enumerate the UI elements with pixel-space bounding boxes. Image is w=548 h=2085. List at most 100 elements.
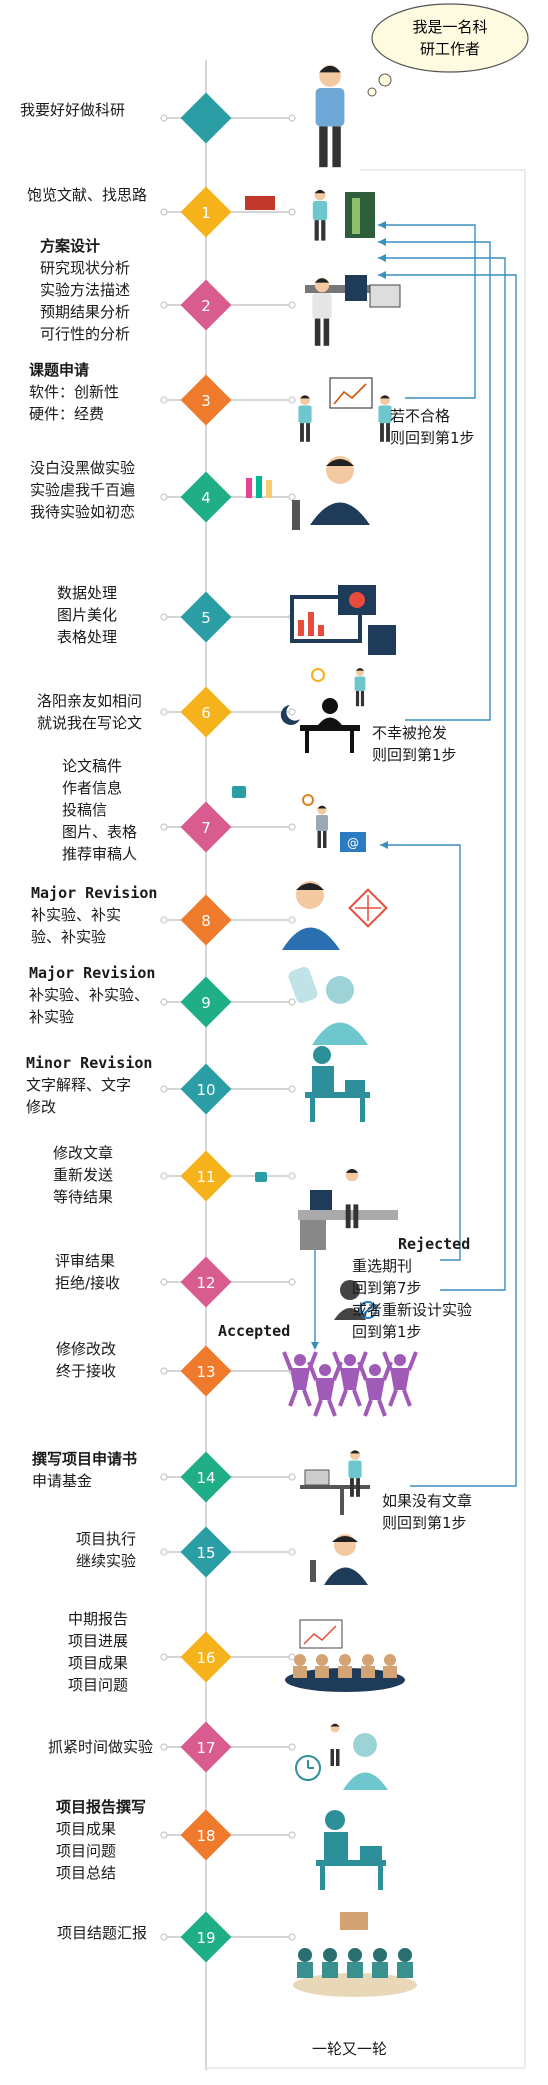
connector-dot [160, 1367, 168, 1375]
step-text: 撰写项目申请书申请基金 [32, 1448, 137, 1492]
diamond-shape [180, 1911, 232, 1963]
diamond-shape [180, 591, 232, 643]
step-diamond: 6 [180, 686, 232, 738]
diamond-shape [180, 1150, 232, 1202]
step-diamond: 17 [180, 1721, 232, 1773]
step-number: 9 [201, 994, 211, 1012]
connector-dot [288, 301, 296, 309]
step-text: 抓紧时间做实验 [48, 1736, 153, 1758]
step-line: 软件：创新性 [29, 383, 120, 401]
note-line: 回到第1步 [352, 1323, 422, 1341]
step-line: 投稿信 [62, 801, 108, 819]
scooped-note: 不幸被抢发则回到第1步 [372, 722, 457, 766]
bubble-line: 研工作者 [420, 40, 480, 58]
step-text: 项目结题汇报 [57, 1922, 147, 1944]
step-number: 5 [201, 609, 211, 627]
step-diamond: 11 [180, 1150, 232, 1202]
step-text: 项目报告撰写项目成果项目问题项目总结 [56, 1796, 146, 1884]
connector-dot [160, 1933, 168, 1941]
step-line: 实验虐我千百遍 [30, 481, 136, 499]
step-line: 表格处理 [57, 628, 118, 646]
connector-dot [160, 208, 168, 216]
step-line: 图片美化 [57, 606, 118, 624]
step-line: 修改 [26, 1098, 57, 1116]
step-number: 8 [201, 912, 211, 930]
step-line: 项目报告撰写 [56, 1798, 147, 1816]
step-diamond: 12 [180, 1256, 232, 1308]
note-line: 回到第7步 [352, 1279, 422, 1297]
diamond-shape [180, 1256, 232, 1308]
step-diamond: 4 [180, 471, 232, 523]
step-line: 作者信息 [62, 779, 123, 797]
step-line: 修修改改 [56, 1340, 117, 1358]
connector-dot [288, 114, 296, 122]
step-line: Major Revision [31, 884, 158, 902]
person-figure [354, 667, 366, 707]
diamond-shape [180, 1809, 232, 1861]
connector-dot [288, 998, 296, 1006]
step-diamond: 1 [180, 186, 232, 238]
connector-dot [160, 708, 168, 716]
molecule-scientist-icon [282, 881, 388, 950]
step-line: 预期结果分析 [40, 303, 131, 321]
step-line: 申请基金 [32, 1472, 93, 1490]
connector-dot [160, 493, 168, 501]
person-figure [343, 1168, 361, 1229]
connector-dot [288, 1278, 296, 1286]
step-diamond: 5 [180, 591, 232, 643]
arrowhead [378, 238, 386, 246]
connector-dot [288, 396, 296, 404]
step-text: 没白没黑做实验实验虐我千百遍我待实验如初恋 [30, 457, 135, 523]
person-figure [312, 189, 328, 241]
step-line: Minor Revision [26, 1054, 153, 1072]
bookshelf-icon [345, 192, 375, 238]
step-number: 18 [196, 1827, 215, 1845]
step-line: 项目执行 [76, 1530, 137, 1548]
diamond-shape [180, 976, 232, 1028]
step-line: 就说我在写论文 [37, 714, 143, 732]
step-text: 论文稿件作者信息投稿信图片、表格推荐审稿人 [62, 755, 137, 865]
step-line: 图片、表格 [62, 823, 138, 841]
email-submit-icon: @ [232, 786, 366, 852]
step-line: 没白没黑做实验 [30, 459, 136, 477]
step-line: 重新发送 [53, 1166, 114, 1184]
diamond-shape [180, 894, 232, 946]
step-line: 等待结果 [53, 1188, 114, 1206]
step-line: 方案设计 [40, 237, 101, 255]
step-line: 研究现状分析 [40, 259, 131, 277]
step-line: 补实验、补实验、 [29, 986, 150, 1004]
step-text: 中期报告项目进展项目成果项目问题 [68, 1608, 128, 1696]
diamond-shape [180, 186, 232, 238]
diamond-shape [180, 1526, 232, 1578]
report-writer-icon [316, 1810, 386, 1890]
step-line: 项目结题汇报 [57, 1924, 148, 1942]
loop-line-step12-to-1 [378, 257, 506, 1291]
step-line: 硬件：经费 [29, 405, 105, 423]
step-number: 16 [196, 1649, 215, 1667]
step-text: 饱览文献、找思路 [27, 184, 147, 206]
step-text: 修修改改终于接收 [56, 1338, 116, 1382]
connector-dot [160, 823, 168, 831]
laptop-writer-icon [300, 1469, 370, 1515]
step-line: 补实验 [29, 1008, 75, 1026]
note-line: 重选期刊 [352, 1257, 413, 1275]
person-figure [298, 395, 312, 442]
step-number: 1 [201, 204, 211, 222]
person-figure [315, 65, 345, 168]
meeting-table-icon [285, 1619, 405, 1692]
step-line: 我要好好做科研 [20, 101, 126, 119]
data-monitors-icon [290, 585, 396, 655]
microscope-icon [310, 1534, 368, 1585]
step-number: 15 [196, 1544, 215, 1562]
connector-dot [160, 1085, 168, 1093]
step-line: 可行性的分析 [40, 325, 131, 343]
connector-dot [288, 916, 296, 924]
note-line: 若不合格 [390, 407, 451, 425]
step-line: 课题申请 [29, 361, 90, 379]
step-line: 饱览文献、找思路 [27, 186, 148, 204]
connector-dot [288, 208, 296, 216]
no-paper-note: 如果没有文章则回到第1步 [382, 1490, 472, 1534]
